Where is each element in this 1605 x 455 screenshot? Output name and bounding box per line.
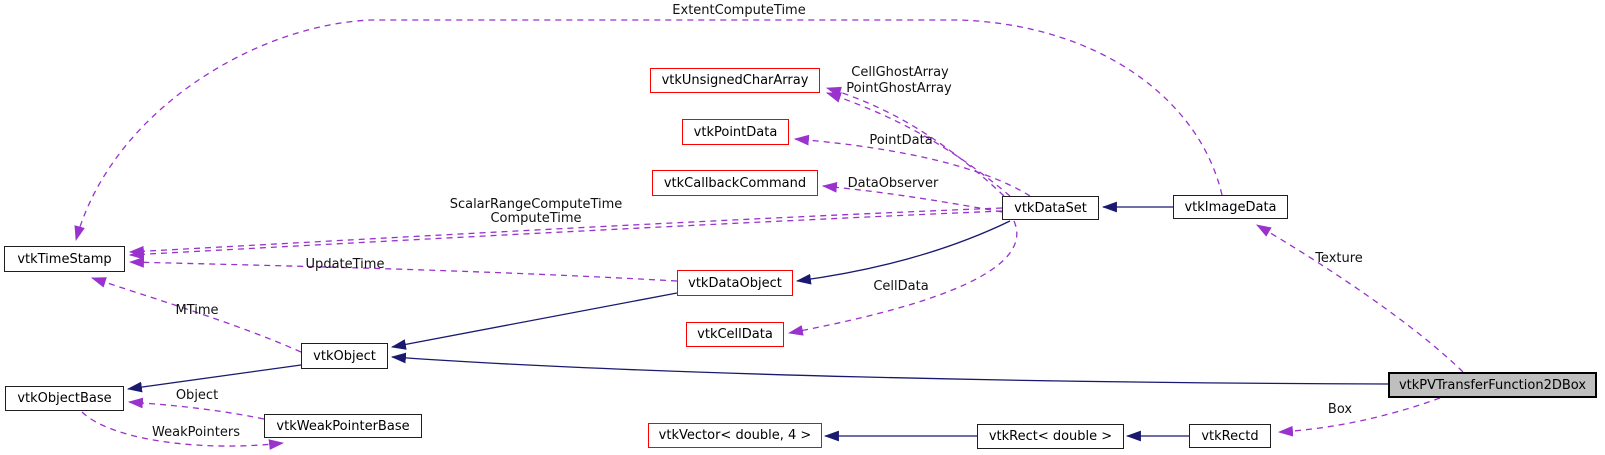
edge-label-updatetime: UpdateTime	[305, 257, 385, 272]
edge-label-computetime: ComputeTime	[490, 211, 582, 226]
node-vtkobject[interactable]: vtkObject	[301, 343, 388, 369]
edge-label-weakpointers: WeakPointers	[152, 425, 240, 440]
edge-label-celldata: CellData	[873, 279, 929, 294]
edge-label-cellghostarray: CellGhostArray	[851, 65, 949, 80]
node-vtkvector-double-4[interactable]: vtkVector< double, 4 >	[648, 423, 822, 448]
edge-label-texture: Texture	[1315, 251, 1363, 266]
edge-label-scalarrangecomputetime: ScalarRangeComputeTime	[449, 197, 623, 212]
edge-updatetime	[128, 256, 678, 282]
node-vtkcallbackcommand[interactable]: vtkCallbackCommand	[652, 170, 818, 196]
edge-mtime	[90, 277, 302, 353]
node-vtkrect-double[interactable]: vtkRect< double >	[977, 424, 1124, 449]
node-vtkpvtransferfunction2dbox: vtkPVTransferFunction2DBox	[1388, 372, 1597, 398]
node-vtkdataset[interactable]: vtkDataSet	[1002, 196, 1099, 220]
node-vtkunsignedchararray[interactable]: vtkUnsignedCharArray	[650, 68, 820, 93]
node-vtkweakpointerbase[interactable]: vtkWeakPointerBase	[264, 414, 422, 438]
node-vtkcelldata[interactable]: vtkCellData	[686, 322, 784, 347]
edge-label-extentcomputetime: ExtentComputeTime	[672, 3, 806, 18]
edge-pointdata	[793, 134, 1031, 197]
edge-dataobject-to-object	[390, 292, 678, 350]
edge-celldata	[787, 220, 1018, 336]
node-vtkobjectbase[interactable]: vtkObjectBase	[5, 386, 124, 411]
edge-label-pointghostarray: PointGhostArray	[846, 81, 952, 96]
edge-object-to-objectbase	[126, 364, 302, 393]
edge-cellghostarray	[825, 86, 1005, 197]
node-vtkpointdata[interactable]: vtkPointData	[682, 119, 789, 145]
node-vtkdataobject[interactable]: vtkDataObject	[677, 270, 793, 296]
node-vtktimestamp[interactable]: vtkTimeStamp	[4, 246, 125, 272]
node-vtkrectd[interactable]: vtkRectd	[1189, 424, 1271, 448]
edge-object	[127, 397, 265, 420]
edge-dataobserver	[821, 182, 1003, 213]
node-vtkimagedata[interactable]: vtkImageData	[1173, 195, 1288, 219]
edge-dataset-to-dataobject	[795, 220, 1011, 285]
edge-box	[1277, 397, 1441, 437]
edge-label-dataobserver: DataObserver	[847, 176, 939, 191]
edge-label-mtime: MTime	[175, 303, 219, 318]
edge-weakpointers	[81, 411, 285, 450]
edge-label-box: Box	[1327, 402, 1353, 417]
edge-main-to-object	[390, 352, 1389, 385]
edge-extentcomputetime	[74, 19, 1223, 242]
edge-texture	[1256, 224, 1464, 373]
edge-label-object: Object	[175, 388, 219, 403]
edge-label-pointdata: PointData	[869, 133, 933, 148]
edge-pointghostarray	[825, 92, 1011, 197]
